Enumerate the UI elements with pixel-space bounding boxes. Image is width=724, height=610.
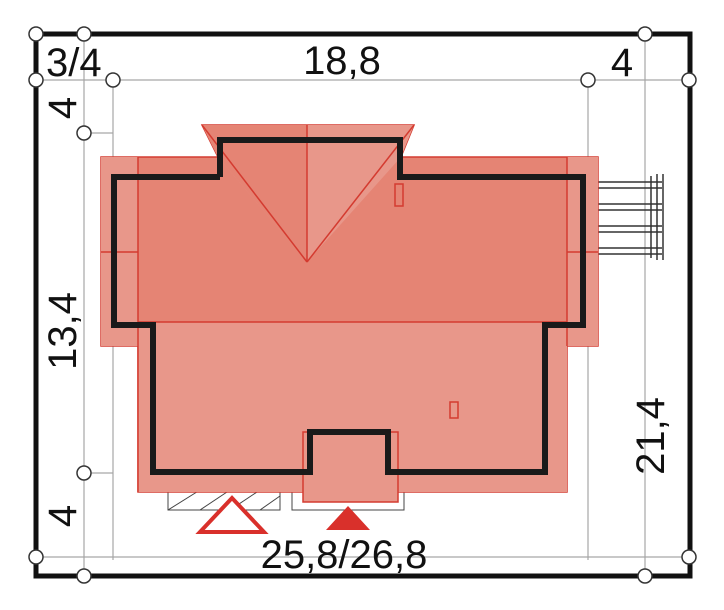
outline-triangle-icon [195,495,269,534]
chimney-upper [394,183,404,207]
entrance-roof [302,431,399,503]
terrace-steps [598,174,664,260]
dim-top-left: 3/4 [46,41,102,85]
circle-node-icon [28,549,44,565]
circle-node-icon [637,568,653,584]
circle-node-icon [637,26,653,42]
dim-left-middle: 13,4 [41,292,85,370]
roof-plan [100,124,599,503]
dim-top-right: 4 [611,41,633,85]
circle-node-icon [76,125,92,141]
circle-node-icon [28,72,44,88]
circle-node-icon [76,465,92,481]
dim-right-middle: 21,4 [629,397,673,475]
dim-left-lower: 4 [41,505,85,527]
chimney-lower [449,401,459,419]
circle-node-icon [105,72,121,88]
circle-node-icon [681,72,697,88]
dim-left-upper: 4 [41,97,85,119]
dimension-nodes [28,26,697,584]
exterior-walls [111,137,586,475]
circle-node-icon [76,568,92,584]
circle-node-icon [580,72,596,88]
dim-top-center: 18,8 [303,39,381,83]
circle-node-icon [28,26,44,42]
filled-triangle-icon [326,506,370,530]
plot-boundary [33,31,693,579]
dim-bottom-center: 25,8/26,8 [261,533,428,577]
circle-node-icon [76,26,92,42]
circle-node-icon [681,549,697,565]
